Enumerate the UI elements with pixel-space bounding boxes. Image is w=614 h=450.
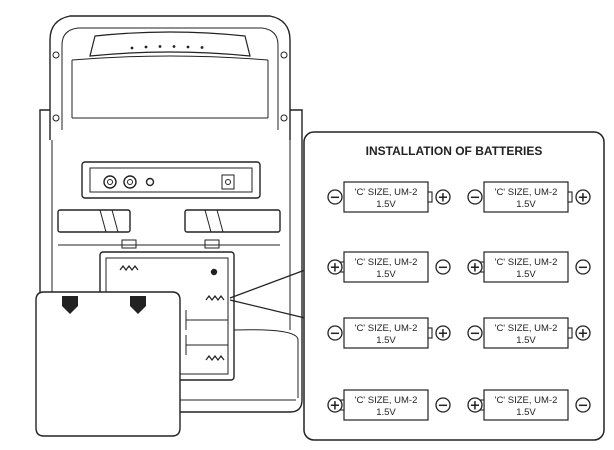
- minus-sign: −: [470, 191, 481, 206]
- battery-body: [343, 251, 429, 283]
- screw-icon: [52, 51, 60, 59]
- battery-size-label: 'C' SIZE, UM-2: [355, 395, 418, 406]
- vent-slot: [57, 209, 131, 233]
- battery-voltage-label: 1.5V: [376, 269, 396, 280]
- battery-cell: + − 'C' SIZE, UM-21.5V: [327, 251, 451, 283]
- minus-sign: −: [578, 399, 589, 414]
- plus-terminal-icon: [467, 259, 483, 275]
- jack-panel: [81, 161, 261, 199]
- minus-sign: −: [438, 399, 449, 414]
- plus-sign: +: [438, 191, 449, 206]
- battery-cell: − + 'C' SIZE, UM-21.5V: [327, 181, 451, 213]
- audio-jack-icon: [145, 177, 155, 187]
- battery-cell: − + 'C' SIZE, UM-21.5V: [467, 317, 591, 349]
- battery-cell: + − 'C' SIZE, UM-21.5V: [467, 251, 591, 283]
- plus-terminal-icon: [435, 325, 451, 341]
- battery-voltage-label: 1.5V: [376, 199, 396, 210]
- battery-cell: + − 'C' SIZE, UM-21.5V: [327, 389, 451, 421]
- battery-voltage-label: 1.5V: [376, 335, 396, 346]
- plus-terminal-icon: [327, 397, 343, 413]
- minus-sign: −: [330, 191, 341, 206]
- screw-icon: [280, 51, 288, 59]
- minus-terminal-icon: [435, 397, 451, 413]
- plus-sign: +: [578, 191, 589, 206]
- minus-terminal-icon: [467, 189, 483, 205]
- minus-sign: −: [578, 261, 589, 276]
- battery-terminal: [427, 327, 433, 339]
- battery-voltage-label: 1.5V: [516, 199, 536, 210]
- plus-terminal-icon: [575, 189, 591, 205]
- cover-latch: [62, 296, 78, 314]
- plus-sign: +: [470, 399, 481, 414]
- battery-terminal: [567, 327, 573, 339]
- callout-pointer: [229, 269, 306, 319]
- vent-slot: [184, 209, 281, 233]
- battery-body: [343, 181, 429, 213]
- speaker-device: [35, 15, 303, 437]
- plus-terminal-icon: [327, 259, 343, 275]
- audio-jack-icon: [103, 175, 117, 189]
- battery-body: [483, 389, 569, 421]
- minus-sign: −: [330, 327, 341, 342]
- battery-voltage-label: 1.5V: [516, 407, 536, 418]
- battery-size-label: 'C' SIZE, UM-2: [355, 187, 418, 198]
- audio-jack-icon: [123, 175, 137, 189]
- dc-input-icon: [221, 174, 235, 190]
- screw-icon: [280, 114, 288, 122]
- plus-sign: +: [578, 327, 589, 342]
- minus-terminal-icon: [575, 259, 591, 275]
- battery-size-label: 'C' SIZE, UM-2: [355, 257, 418, 268]
- plus-terminal-icon: [575, 325, 591, 341]
- grip-dots: [130, 45, 204, 50]
- cover-latch: [130, 296, 146, 314]
- minus-sign: −: [470, 327, 481, 342]
- plus-terminal-icon: [435, 189, 451, 205]
- minus-terminal-icon: [327, 189, 343, 205]
- battery-cell: − + 'C' SIZE, UM-21.5V: [327, 317, 451, 349]
- plus-sign: +: [438, 327, 449, 342]
- handle-grip: [89, 31, 251, 57]
- battery-body: [483, 181, 569, 213]
- panel-title: INSTALLATION OF BATTERIES: [366, 144, 543, 158]
- battery-body: [343, 317, 429, 349]
- battery-cover: [35, 291, 181, 437]
- minus-terminal-icon: [575, 397, 591, 413]
- battery-size-label: 'C' SIZE, UM-2: [495, 257, 558, 268]
- minus-terminal-icon: [467, 325, 483, 341]
- battery-grid: −+'C' SIZE, UM-21.5V−+'C' SIZE, UM-21.5V…: [327, 181, 591, 421]
- battery-size-label: 'C' SIZE, UM-2: [355, 323, 418, 334]
- battery-terminal: [567, 191, 573, 203]
- battery-size-label: 'C' SIZE, UM-2: [495, 395, 558, 406]
- battery-cell: − + 'C' SIZE, UM-21.5V: [467, 181, 591, 213]
- plus-sign: +: [330, 261, 341, 276]
- battery-size-label: 'C' SIZE, UM-2: [495, 187, 558, 198]
- battery-voltage-label: 1.5V: [516, 269, 536, 280]
- screw-icon: [52, 114, 60, 122]
- battery-size-label: 'C' SIZE, UM-2: [495, 323, 558, 334]
- plus-terminal-icon: [467, 397, 483, 413]
- battery-voltage-label: 1.5V: [376, 407, 396, 418]
- battery-voltage-label: 1.5V: [516, 335, 536, 346]
- minus-terminal-icon: [327, 325, 343, 341]
- minus-sign: −: [438, 261, 449, 276]
- battery-body: [343, 389, 429, 421]
- minus-terminal-icon: [435, 259, 451, 275]
- battery-cell: + − 'C' SIZE, UM-21.5V: [467, 389, 591, 421]
- battery-terminal: [427, 191, 433, 203]
- plus-sign: +: [470, 261, 481, 276]
- plus-sign: +: [330, 399, 341, 414]
